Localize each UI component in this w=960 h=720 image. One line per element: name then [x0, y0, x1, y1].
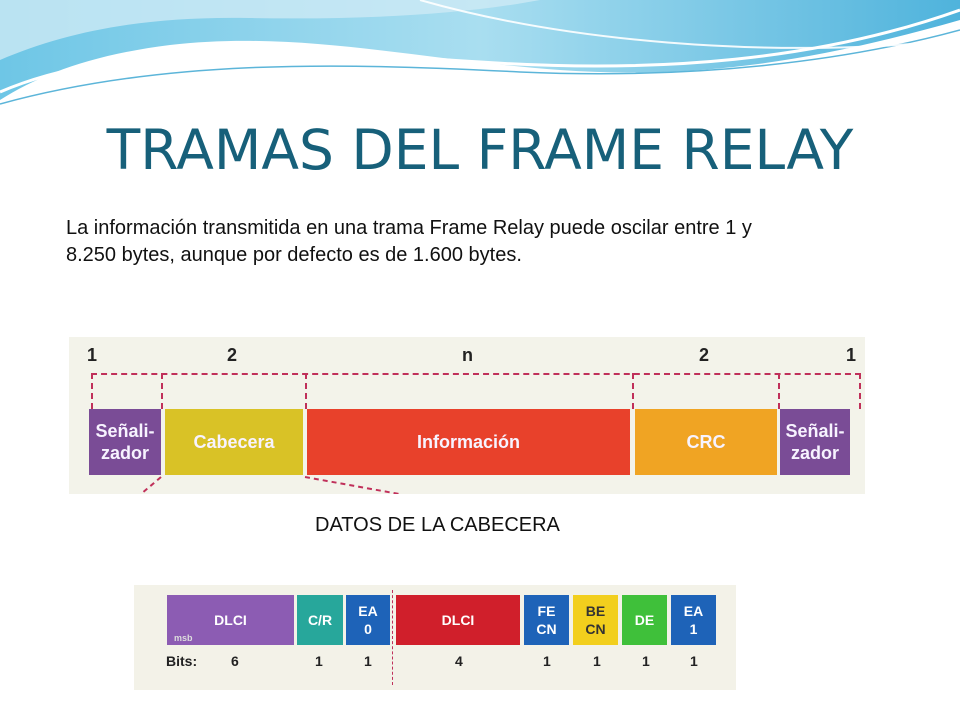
field-label: EA [683, 603, 704, 619]
field-label: DLCI [214, 612, 247, 628]
header-fields-diagram: DLCI msb C/R EA 0 DLCI FE CN BE CN DE EA 1 B… [134, 585, 736, 690]
block-label: zador [100, 443, 149, 463]
size-label: 1 [846, 345, 857, 365]
bit-count: 1 [364, 653, 372, 669]
field-cr: C/R [297, 595, 343, 645]
bit-count: 1 [690, 653, 698, 669]
dashed-bracket [91, 373, 861, 375]
intro-paragraph: La información transmitida en una trama … [66, 217, 752, 266]
bit-count: 1 [642, 653, 650, 669]
frame-block-crc: CRC [635, 409, 777, 475]
size-label: 2 [227, 345, 238, 365]
frame-block-flag-start: Señali-zador [89, 409, 161, 475]
field-label: CN [585, 621, 606, 637]
block-label: CRC [686, 432, 726, 452]
header-data-caption: DATOS DE LA CABECERA [315, 514, 560, 536]
block-label: zador [790, 443, 839, 463]
frame-block-information: Información [307, 409, 630, 475]
bit-count: 1 [315, 653, 323, 669]
dashed-divider [91, 373, 93, 409]
field-label: FE [537, 603, 556, 619]
expand-lines [140, 476, 400, 494]
field-label: 0 [364, 621, 372, 637]
field-dlci-high: DLCI [167, 595, 294, 645]
field-label: DE [634, 612, 655, 628]
field-label: BE [585, 603, 606, 619]
field-label: CN [536, 621, 557, 637]
dashed-divider [859, 373, 861, 409]
bit-count: 1 [543, 653, 551, 669]
field-ea0: EA 0 [346, 595, 390, 645]
frame-structure-diagram: 1 2 n 2 1 Señali-zador Cabecera Informac… [69, 337, 865, 494]
field-label: EA [358, 603, 378, 619]
block-label: Señali- [785, 421, 845, 441]
bit-count: 1 [593, 653, 601, 669]
dashed-divider [161, 373, 163, 409]
bit-count: 4 [455, 653, 463, 669]
field-label: C/R [307, 612, 333, 628]
header-wave-decoration [0, 0, 960, 105]
slide-title: TRAMAS DEL FRAME RELAY [106, 118, 854, 182]
field-de: DE [622, 595, 667, 645]
field-becn: BE CN [573, 595, 618, 645]
block-label: Señali- [95, 421, 155, 441]
size-label: n [462, 345, 473, 365]
dashed-divider [632, 373, 634, 409]
frame-block-flag-end: Señali-zador [780, 409, 850, 475]
field-ea1: EA 1 [671, 595, 716, 645]
bit-count: 6 [231, 653, 239, 669]
frame-block-header: Cabecera [165, 409, 303, 475]
bits-label: Bits: [166, 653, 198, 669]
field-dlci-low: DLCI [396, 595, 520, 645]
size-label: 1 [87, 345, 98, 365]
size-label: 2 [699, 345, 710, 365]
byte-divider [392, 590, 393, 685]
block-label: Información [416, 432, 520, 452]
msb-label: msb [174, 633, 193, 643]
field-label: 1 [689, 621, 698, 637]
block-label: Cabecera [193, 432, 275, 452]
field-label: DLCI [441, 612, 475, 628]
field-fecn: FE CN [524, 595, 569, 645]
dashed-divider [305, 373, 307, 409]
dashed-divider [778, 373, 780, 409]
